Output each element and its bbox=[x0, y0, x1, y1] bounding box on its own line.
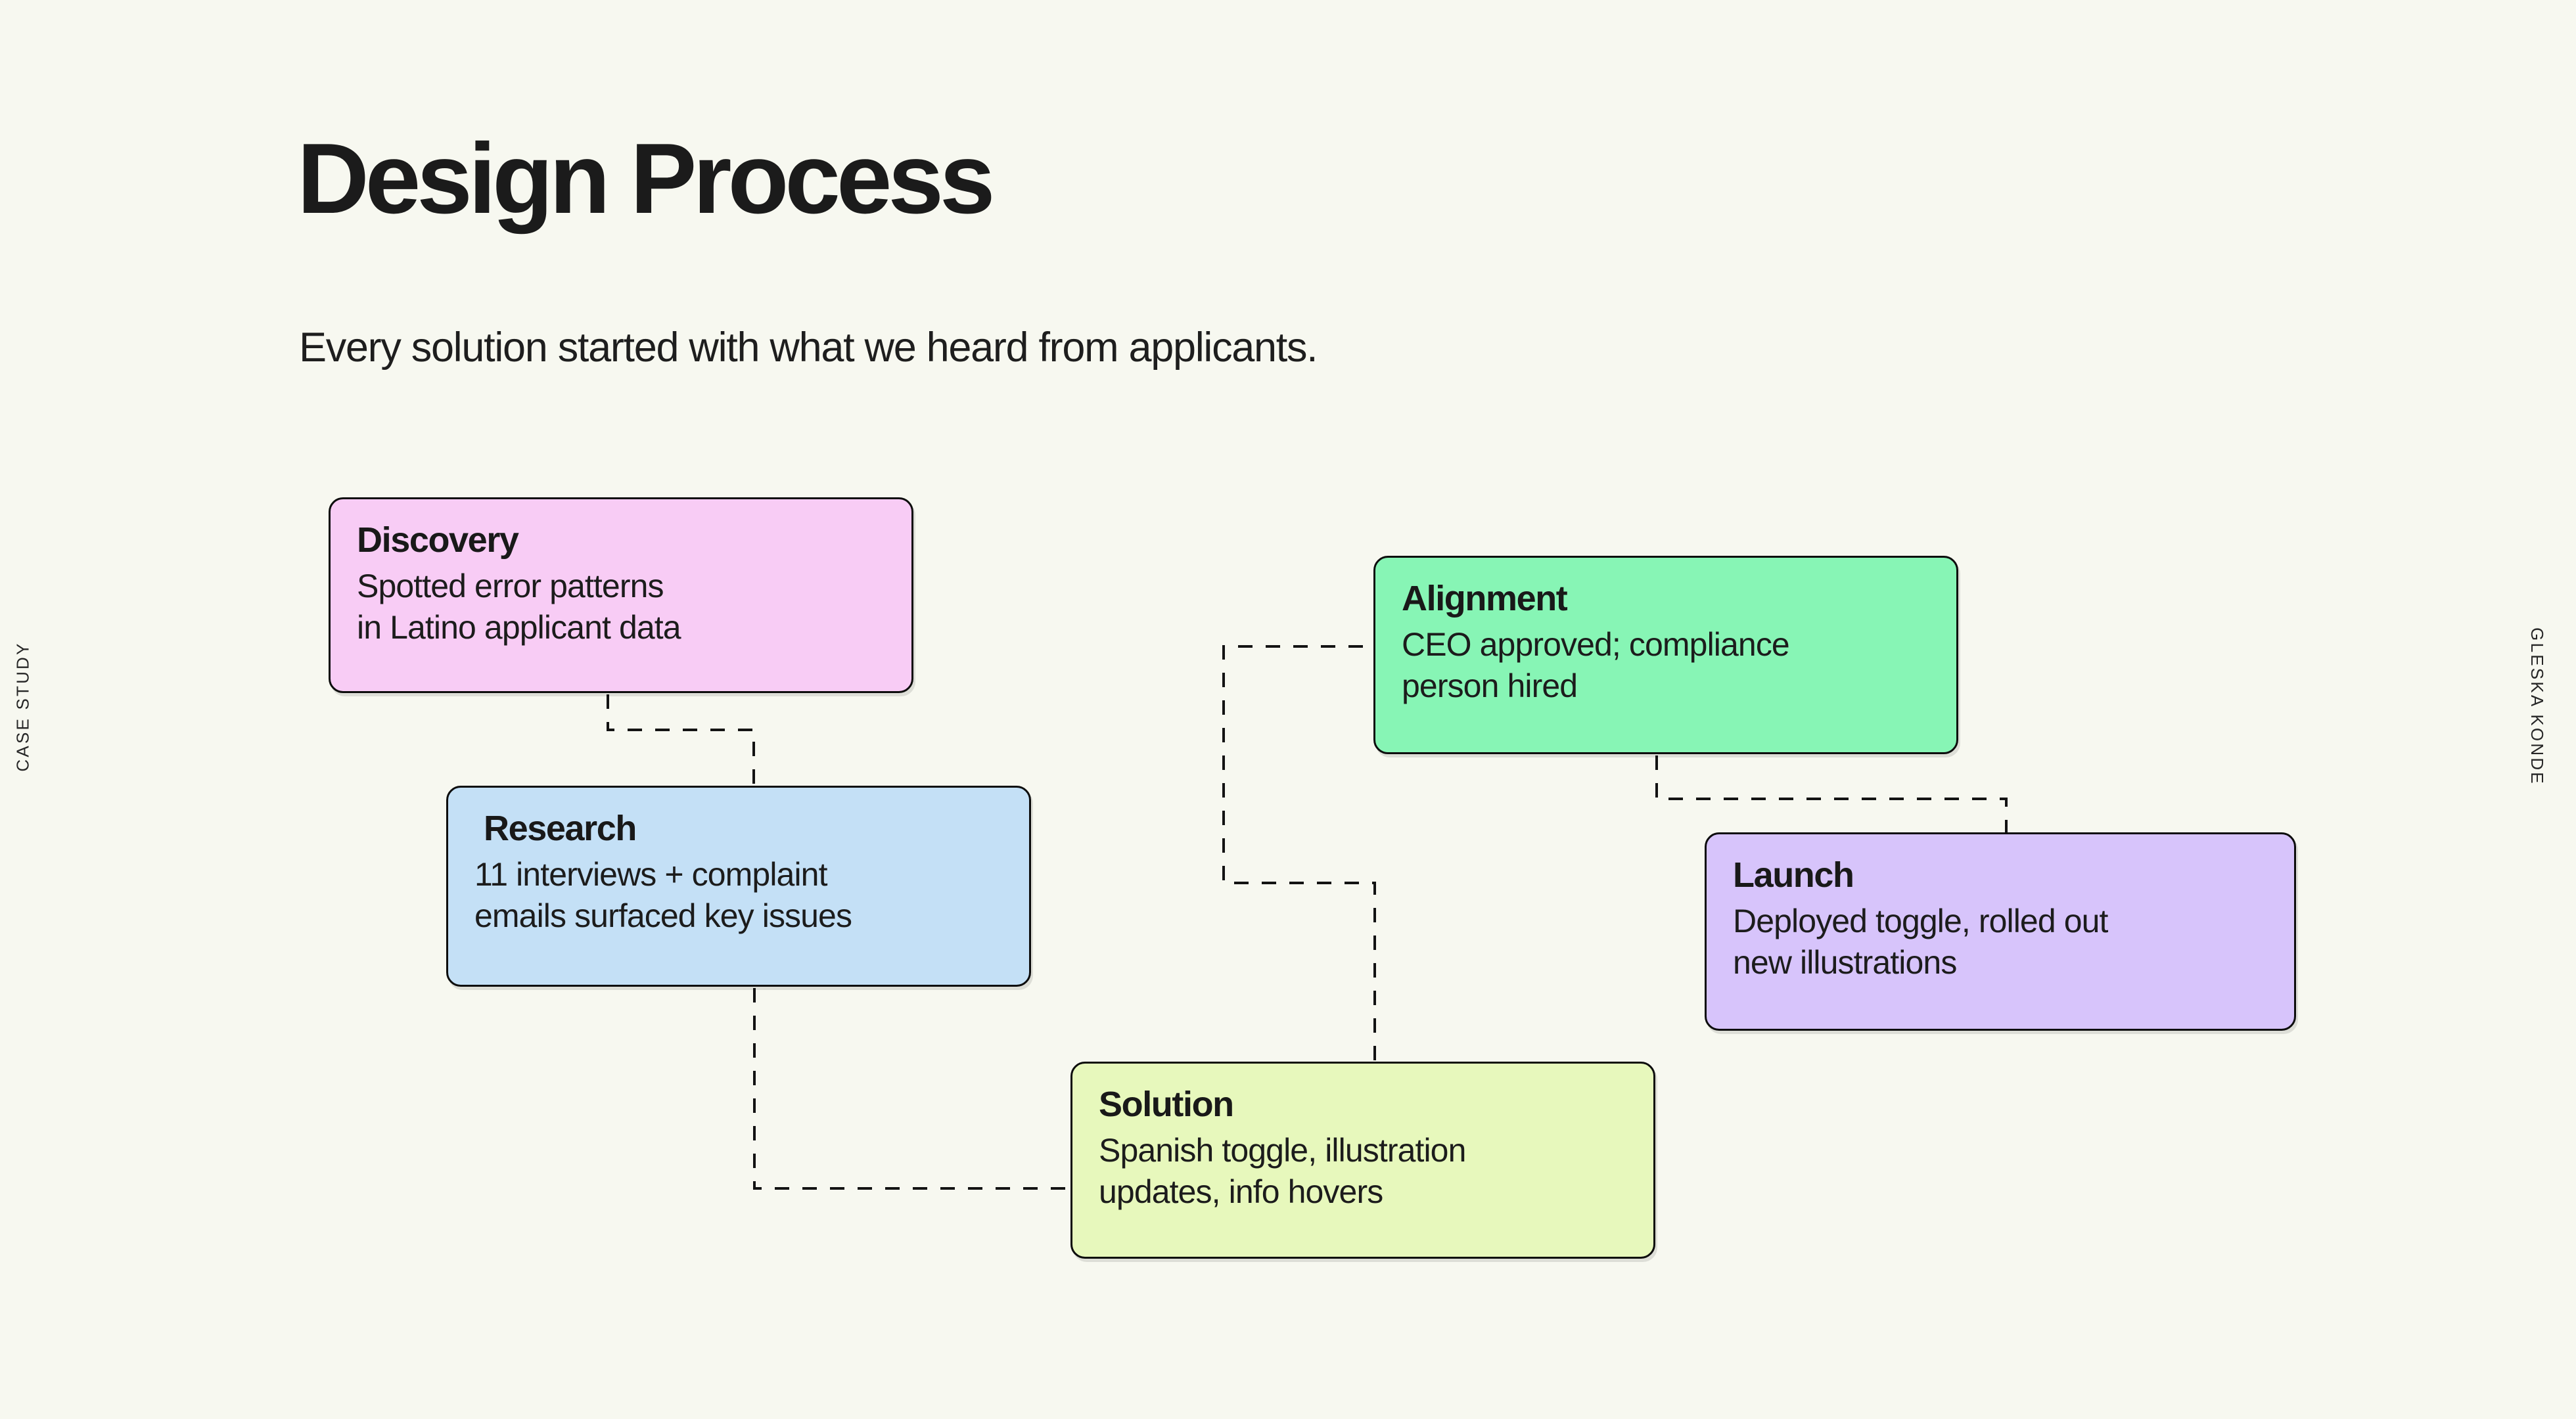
step-description-solution: Spanish toggle, illustration updates, in… bbox=[1099, 1130, 1627, 1213]
step-description-alignment: CEO approved; compliance person hired bbox=[1402, 624, 1930, 707]
step-description-line: emails surfaced key issues bbox=[474, 897, 852, 934]
step-description-discovery: Spotted error patterns in Latino applica… bbox=[357, 566, 885, 648]
connector-discovery-to-research bbox=[607, 694, 755, 784]
page-title: Design Process bbox=[297, 123, 996, 235]
connector-solution-to-alignment bbox=[1222, 645, 1376, 1060]
step-description-line: Deployed toggle, rolled out bbox=[1733, 902, 2108, 939]
connector-research-to-solution bbox=[753, 988, 1072, 1190]
step-description-line: 11 interviews + complaint bbox=[474, 855, 827, 893]
step-description-launch: Deployed toggle, rolled out new illustra… bbox=[1733, 901, 2268, 983]
page-subtitle: Every solution started with what we hear… bbox=[299, 325, 1318, 371]
step-description-line: Spanish toggle, illustration bbox=[1099, 1131, 1466, 1169]
step-description-line: Spotted error patterns bbox=[357, 567, 664, 604]
step-description-research: 11 interviews + complaint emails surface… bbox=[474, 854, 1003, 937]
step-card-research[interactable]: Research 11 interviews + complaint email… bbox=[446, 786, 1031, 987]
step-title-solution: Solution bbox=[1099, 1085, 1234, 1124]
step-card-solution[interactable]: Solution Spanish toggle, illustration up… bbox=[1070, 1062, 1655, 1259]
step-description-line: updates, info hovers bbox=[1099, 1173, 1383, 1210]
step-title-alignment: Alignment bbox=[1402, 579, 1568, 618]
step-card-discovery[interactable]: Discovery Spotted error patterns in Lati… bbox=[329, 497, 913, 693]
step-card-launch[interactable]: Launch Deployed toggle, rolled out new i… bbox=[1705, 832, 2296, 1031]
step-description-line: in Latino applicant data bbox=[357, 608, 681, 646]
step-card-alignment[interactable]: Alignment CEO approved; compliance perso… bbox=[1373, 556, 1958, 754]
step-description-line: CEO approved; compliance bbox=[1402, 625, 1790, 663]
connector-alignment-to-launch bbox=[1655, 755, 2008, 834]
step-description-line: person hired bbox=[1402, 667, 1578, 704]
step-title-launch: Launch bbox=[1733, 855, 1854, 895]
side-label-case-study: CASE STUDY bbox=[12, 641, 33, 772]
step-description-line: new illustrations bbox=[1733, 943, 1957, 981]
step-title-discovery: Discovery bbox=[357, 520, 519, 560]
side-label-brand: GLESKA KONDE bbox=[2527, 627, 2547, 786]
step-title-research: Research bbox=[484, 809, 637, 848]
